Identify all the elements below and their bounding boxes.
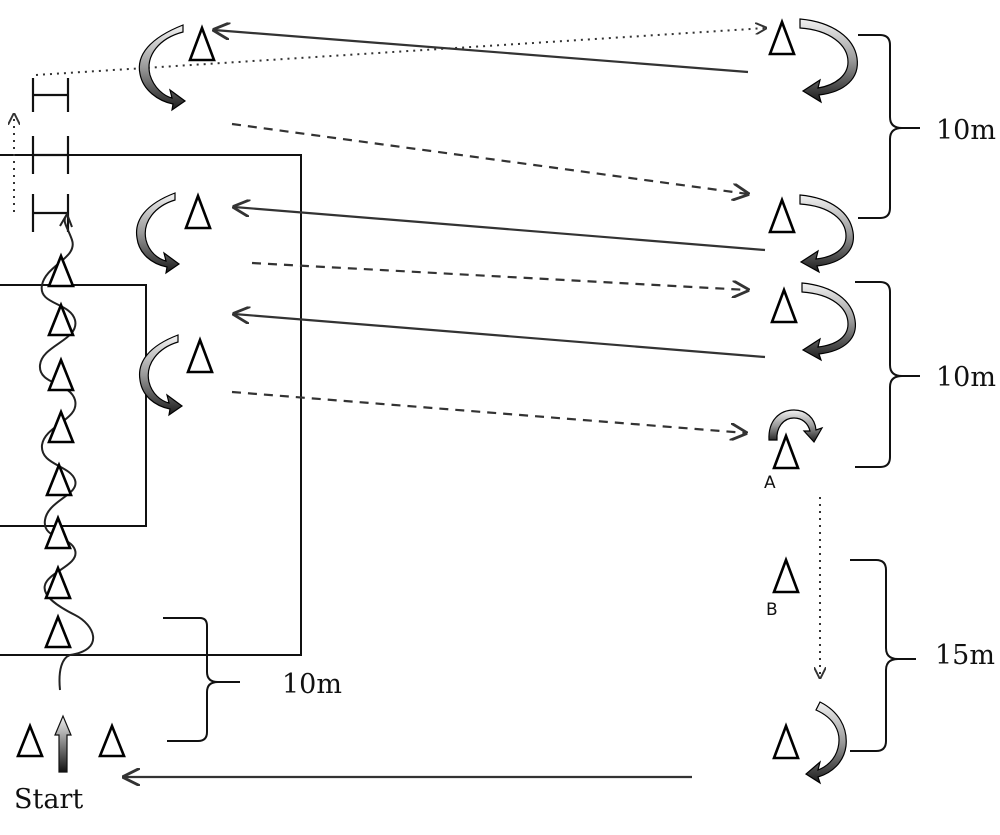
sprint-arrow-2 xyxy=(234,207,766,252)
turn-arrow-left-3-icon xyxy=(138,334,184,417)
sprint-arrow-3 xyxy=(234,314,766,359)
cone-a-label: A xyxy=(764,473,776,493)
start-cone-left xyxy=(16,722,44,758)
turn-arrow-bottom-right-icon xyxy=(804,701,847,785)
brace-lower-right-15m xyxy=(850,559,916,752)
brace-start-10m xyxy=(163,617,240,742)
right-cone-2 xyxy=(768,196,796,234)
turn-arrow-right-2-icon xyxy=(799,194,854,274)
backpedal-arrow-3 xyxy=(231,390,746,433)
slalom-cone xyxy=(47,408,75,444)
sprint-arrow-1 xyxy=(214,30,749,74)
right-cone-3 xyxy=(770,286,798,324)
slalom-cone xyxy=(44,514,72,550)
brace-middle-right-10m xyxy=(855,281,920,468)
start-cone-right xyxy=(98,722,126,758)
slalom-weave-arrowhead xyxy=(59,211,73,228)
turn-arrow-right-3-icon xyxy=(801,282,856,362)
slalom-cone xyxy=(45,461,73,497)
cone-bottom-right xyxy=(772,722,800,760)
distance-label-middle-right: 10m xyxy=(936,362,996,393)
left-cone-3 xyxy=(186,336,214,374)
slalom-cone xyxy=(47,252,75,288)
cone-b xyxy=(772,556,800,594)
start-arrow-icon xyxy=(54,714,72,773)
cone-a xyxy=(772,432,800,470)
hurdle-bottom xyxy=(31,194,70,232)
distance-label-top-right: 10m xyxy=(936,115,996,146)
backpedal-arrow-2 xyxy=(251,261,748,290)
left-cone-1 xyxy=(188,24,216,62)
slalom-cones xyxy=(44,252,75,649)
slalom-weave-path xyxy=(38,215,95,691)
hurdle-middle xyxy=(31,136,70,174)
turn-arrow-cone-a-icon xyxy=(768,409,824,444)
dotted-top-path xyxy=(35,28,766,76)
distance-label-start: 10m xyxy=(282,669,342,700)
start-label: Start xyxy=(14,784,83,815)
slalom-cone xyxy=(47,356,75,392)
slalom-cone xyxy=(44,564,72,600)
hurdle-top xyxy=(31,78,70,112)
outer-zone-rect xyxy=(0,154,302,656)
right-cone-1 xyxy=(768,18,796,56)
turn-arrow-left-1-icon xyxy=(138,24,187,112)
left-cone-2 xyxy=(184,192,212,230)
turn-arrow-right-1-icon xyxy=(799,18,858,104)
backpedal-arrow-1 xyxy=(231,122,748,194)
brace-top-right-10m xyxy=(858,34,920,219)
slalom-cone xyxy=(47,301,75,337)
cone-b-label: B xyxy=(766,600,778,620)
turn-arrow-left-2-icon xyxy=(135,192,181,275)
distance-label-lower-right: 15m xyxy=(935,640,995,671)
slalom-cone xyxy=(44,613,72,649)
